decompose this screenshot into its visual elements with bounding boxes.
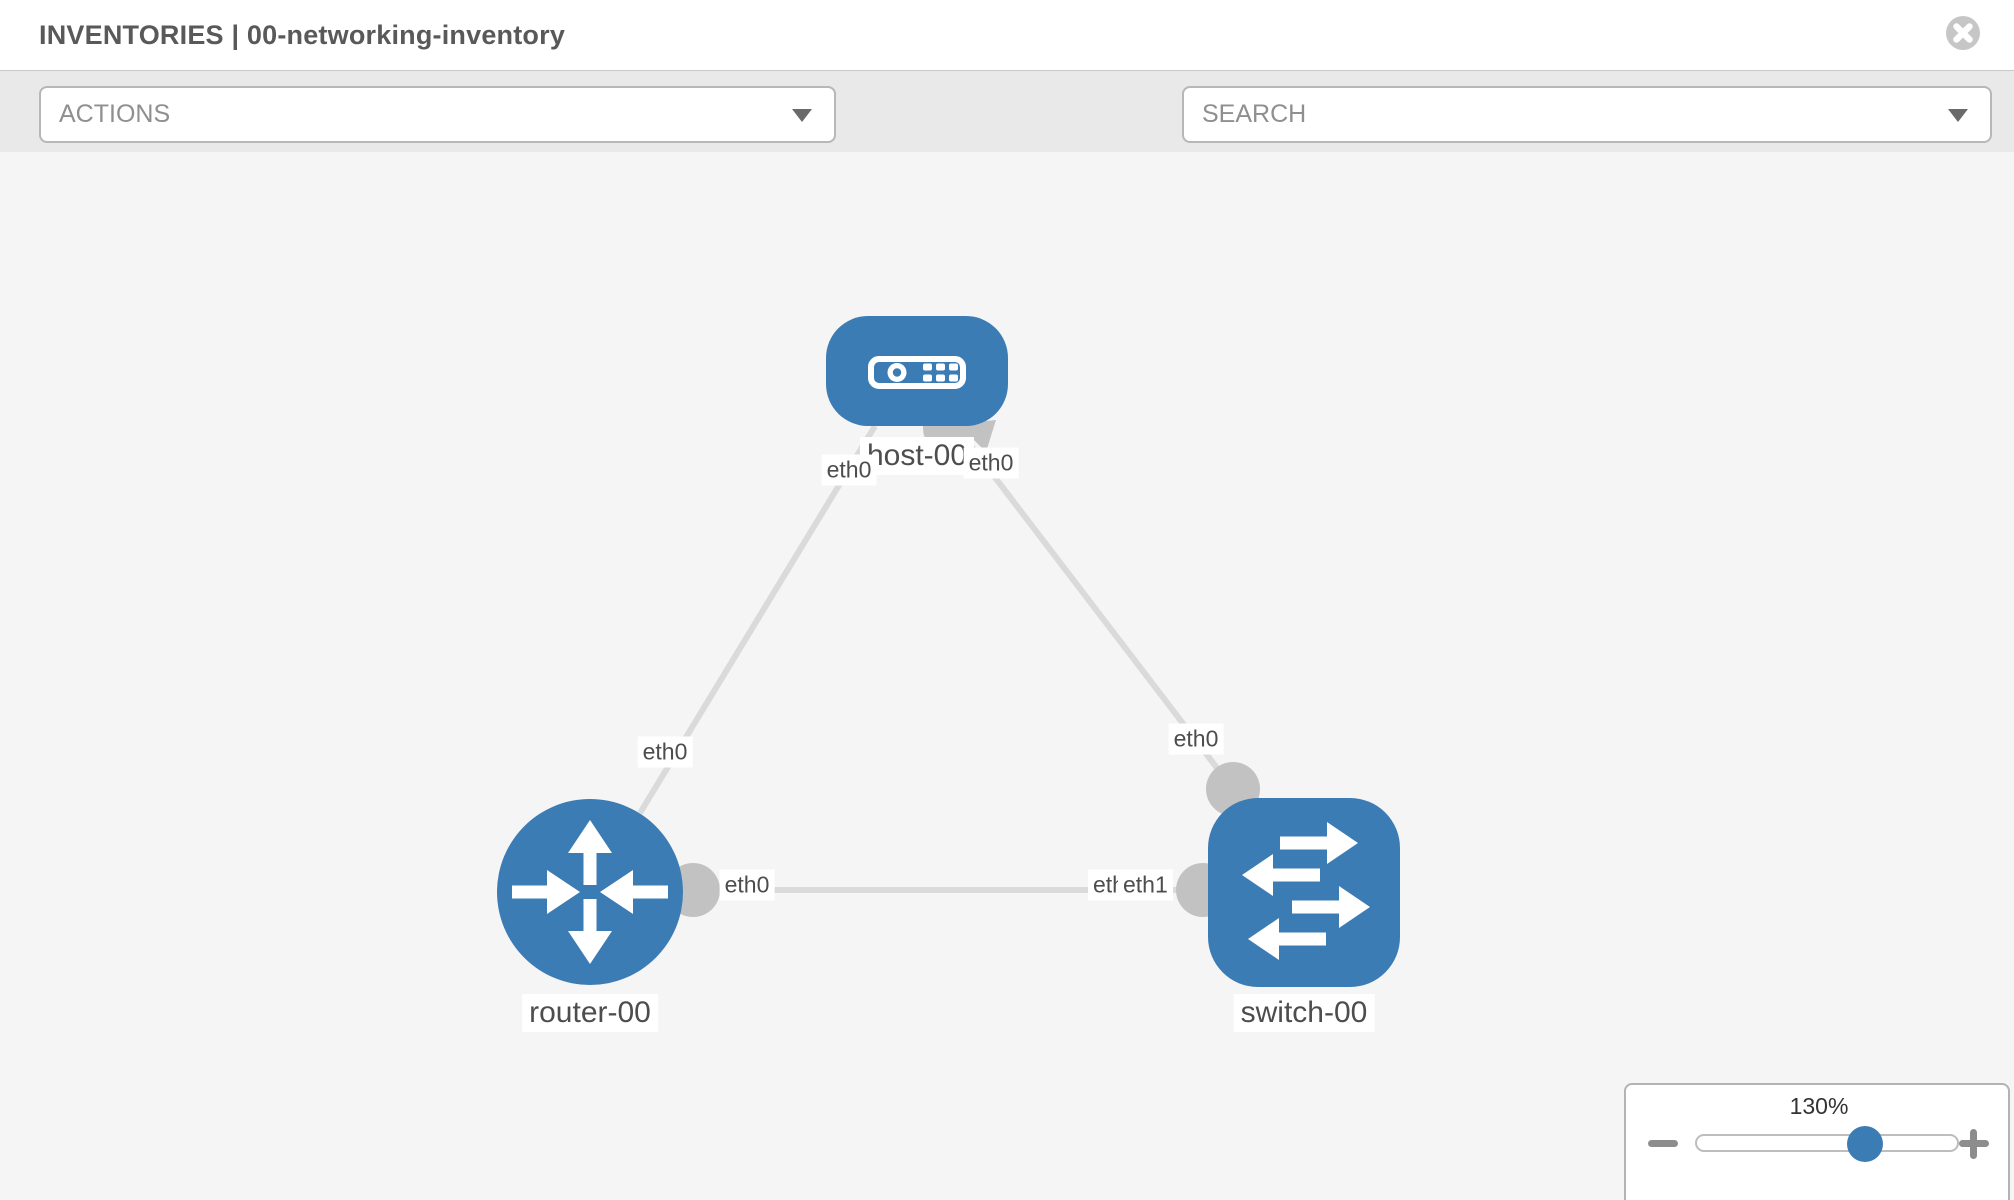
topology-graph — [497, 316, 1400, 987]
search-placeholder: SEARCH — [1202, 100, 1307, 128]
zoom-slider-handle[interactable] — [1847, 1126, 1883, 1162]
host-device-icon — [868, 356, 966, 389]
actions-dropdown[interactable]: ACTIONS — [39, 86, 836, 143]
interface-label: eth0 — [963, 447, 1019, 479]
interface-label-over: eth1 — [1118, 869, 1173, 901]
zoom-slider-track[interactable] — [1695, 1134, 1959, 1152]
zoom-level: 130% — [1789, 1093, 1849, 1119]
actions-dropdown-label: ACTIONS — [59, 100, 171, 128]
interface-label: eth0 — [719, 869, 775, 901]
node-label-host: host-00 — [859, 437, 975, 475]
topology-canvas[interactable]: host-00 router-00 switch-00 eth0 eth0 et… — [0, 152, 2014, 1200]
node-label-switch: switch-00 — [1233, 994, 1375, 1032]
interface-label: eth0 — [821, 454, 877, 486]
node-router[interactable] — [497, 799, 683, 985]
switch-icon — [1242, 822, 1370, 960]
close-button[interactable] — [1945, 15, 1981, 51]
connector-host-wedge — [958, 420, 996, 452]
node-host[interactable] — [826, 316, 1008, 426]
zoom-in-plus-icon[interactable] — [1956, 1125, 1996, 1165]
page-title: INVENTORIES | 00-networking-inventory — [39, 20, 566, 50]
zoom-out-minus-icon[interactable] — [1648, 1140, 1678, 1147]
toolbar: ACTIONS SEARCH — [0, 71, 2014, 205]
router-icon — [512, 820, 668, 964]
header-bar: INVENTORIES | 00-networking-inventory — [0, 0, 2014, 71]
node-label-router: router-00 — [522, 994, 658, 1032]
node-switch[interactable] — [1208, 798, 1400, 987]
interface-label: eth0 — [1168, 723, 1224, 755]
close-icon — [1946, 16, 1980, 50]
zoom-control: 130% — [1624, 1083, 2010, 1200]
interface-label: eth0 — [637, 736, 693, 768]
caret-down-icon — [1948, 109, 1968, 122]
search-dropdown[interactable]: SEARCH — [1182, 86, 1992, 143]
caret-down-icon — [792, 109, 812, 122]
